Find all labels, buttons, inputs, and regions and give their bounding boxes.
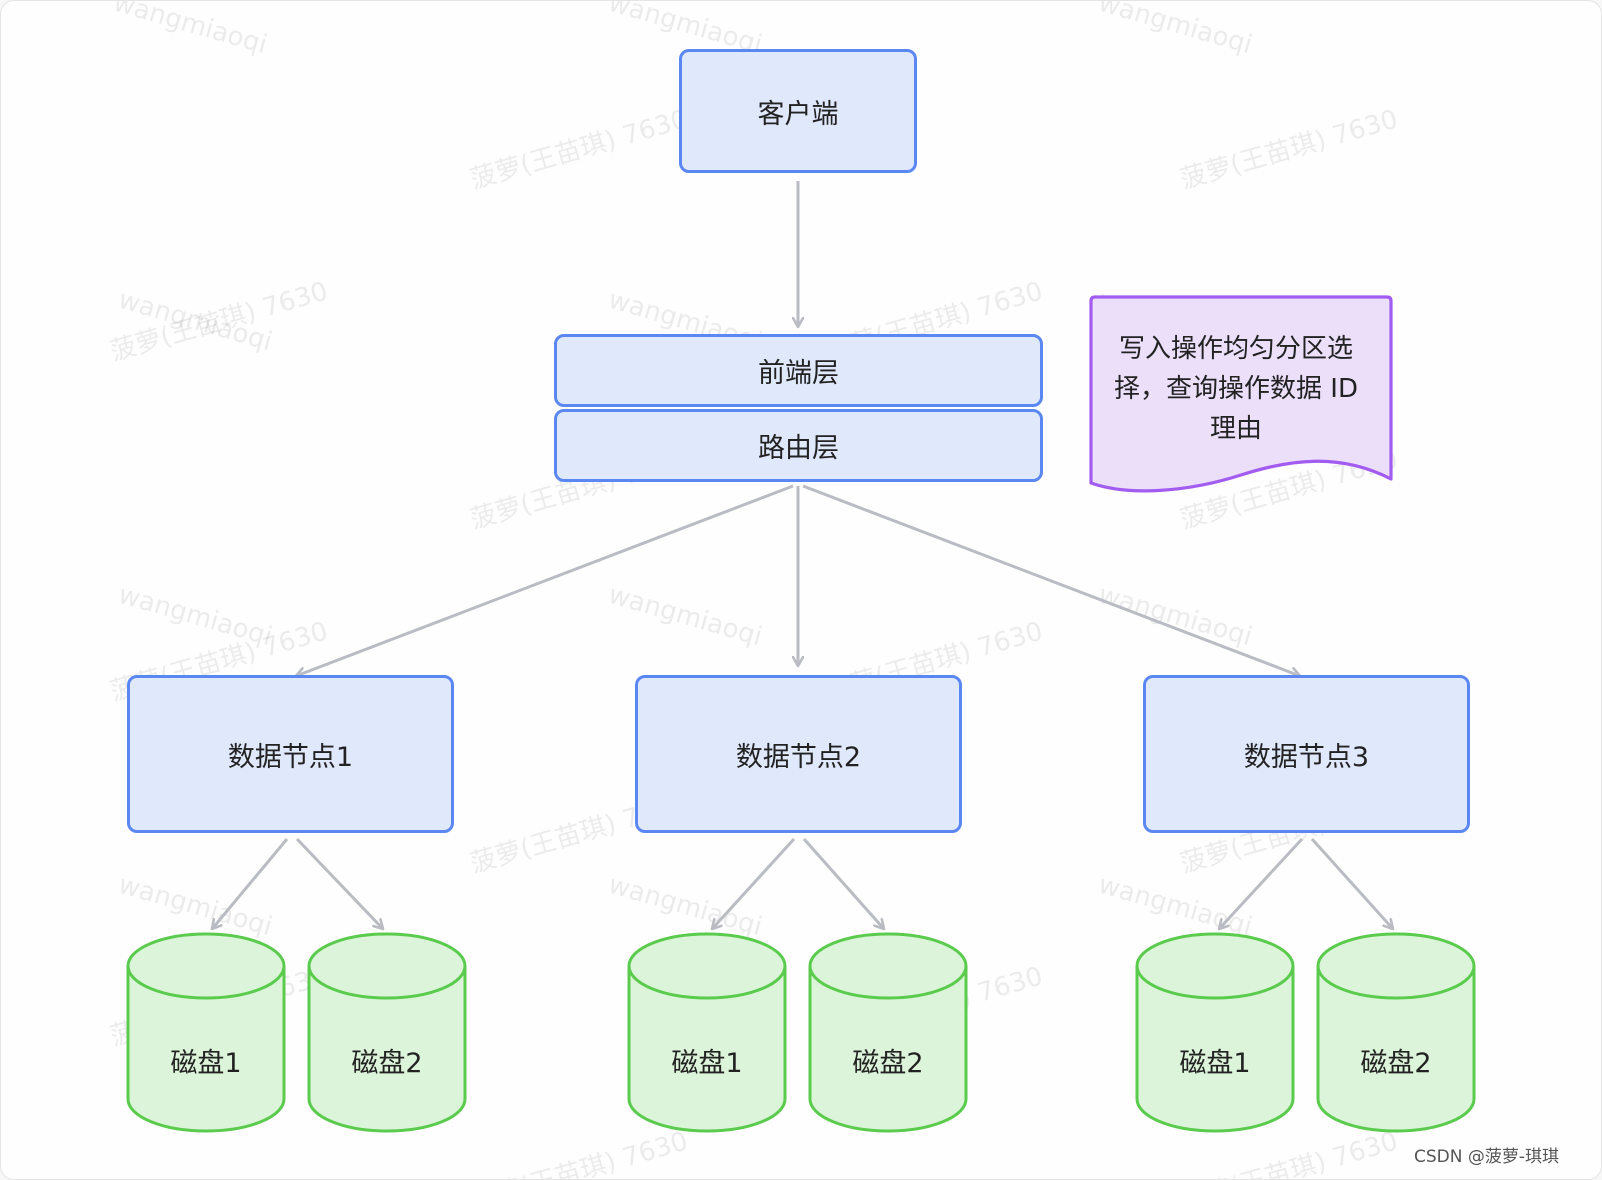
arrow-datanode3-to-disk2 (1310, 837, 1393, 929)
arrow-datanode2-to-disk1 (712, 837, 796, 929)
disk-cylinder (1316, 932, 1476, 1133)
note-line: 择，查询操作数据 ID (1114, 374, 1358, 404)
disk-label: 磁盘2 (1360, 1048, 1432, 1079)
disk-label: 磁盘1 (1179, 1048, 1251, 1079)
disk-label: 磁盘2 (351, 1048, 423, 1079)
disk-cylinder (808, 932, 968, 1133)
arrow-router-to-datanode1 (296, 484, 794, 676)
datanode-3: 数据节点3 (1143, 675, 1470, 833)
router-layer: 路由层 (554, 409, 1043, 482)
arrow-datanode1-to-disk2 (295, 837, 383, 929)
disk-label: 磁盘1 (170, 1048, 242, 1079)
note-shape (1089, 295, 1393, 493)
disk-cylinder (627, 932, 787, 1133)
disk-label: 磁盘1 (671, 1048, 743, 1079)
note-line: 理由 (1209, 414, 1262, 444)
datanode-1: 数据节点1 (127, 675, 454, 833)
source-credit: CSDN @菠萝-琪琪 (1413, 1147, 1559, 1167)
note: 写入操作均匀分区选 择，查询操作数据 ID 理由 (1101, 329, 1371, 449)
disk-cylinder (307, 932, 467, 1133)
arrow-datanode1-to-disk1 (212, 838, 289, 929)
disk-cylinder (126, 932, 286, 1133)
arrow-datanode2-to-disk2 (802, 838, 884, 929)
datanode-2: 数据节点2 (635, 675, 962, 833)
arrow-datanode3-to-disk1 (1219, 837, 1304, 929)
note-line: 写入操作均匀分区选 (1118, 334, 1353, 364)
disk-label: 磁盘2 (852, 1048, 924, 1079)
frontend-layer: 前端层 (554, 334, 1043, 407)
arrow-router-to-datanode3 (802, 484, 1300, 676)
disk-cylinder (1135, 932, 1295, 1133)
client-node: 客户端 (679, 49, 917, 173)
